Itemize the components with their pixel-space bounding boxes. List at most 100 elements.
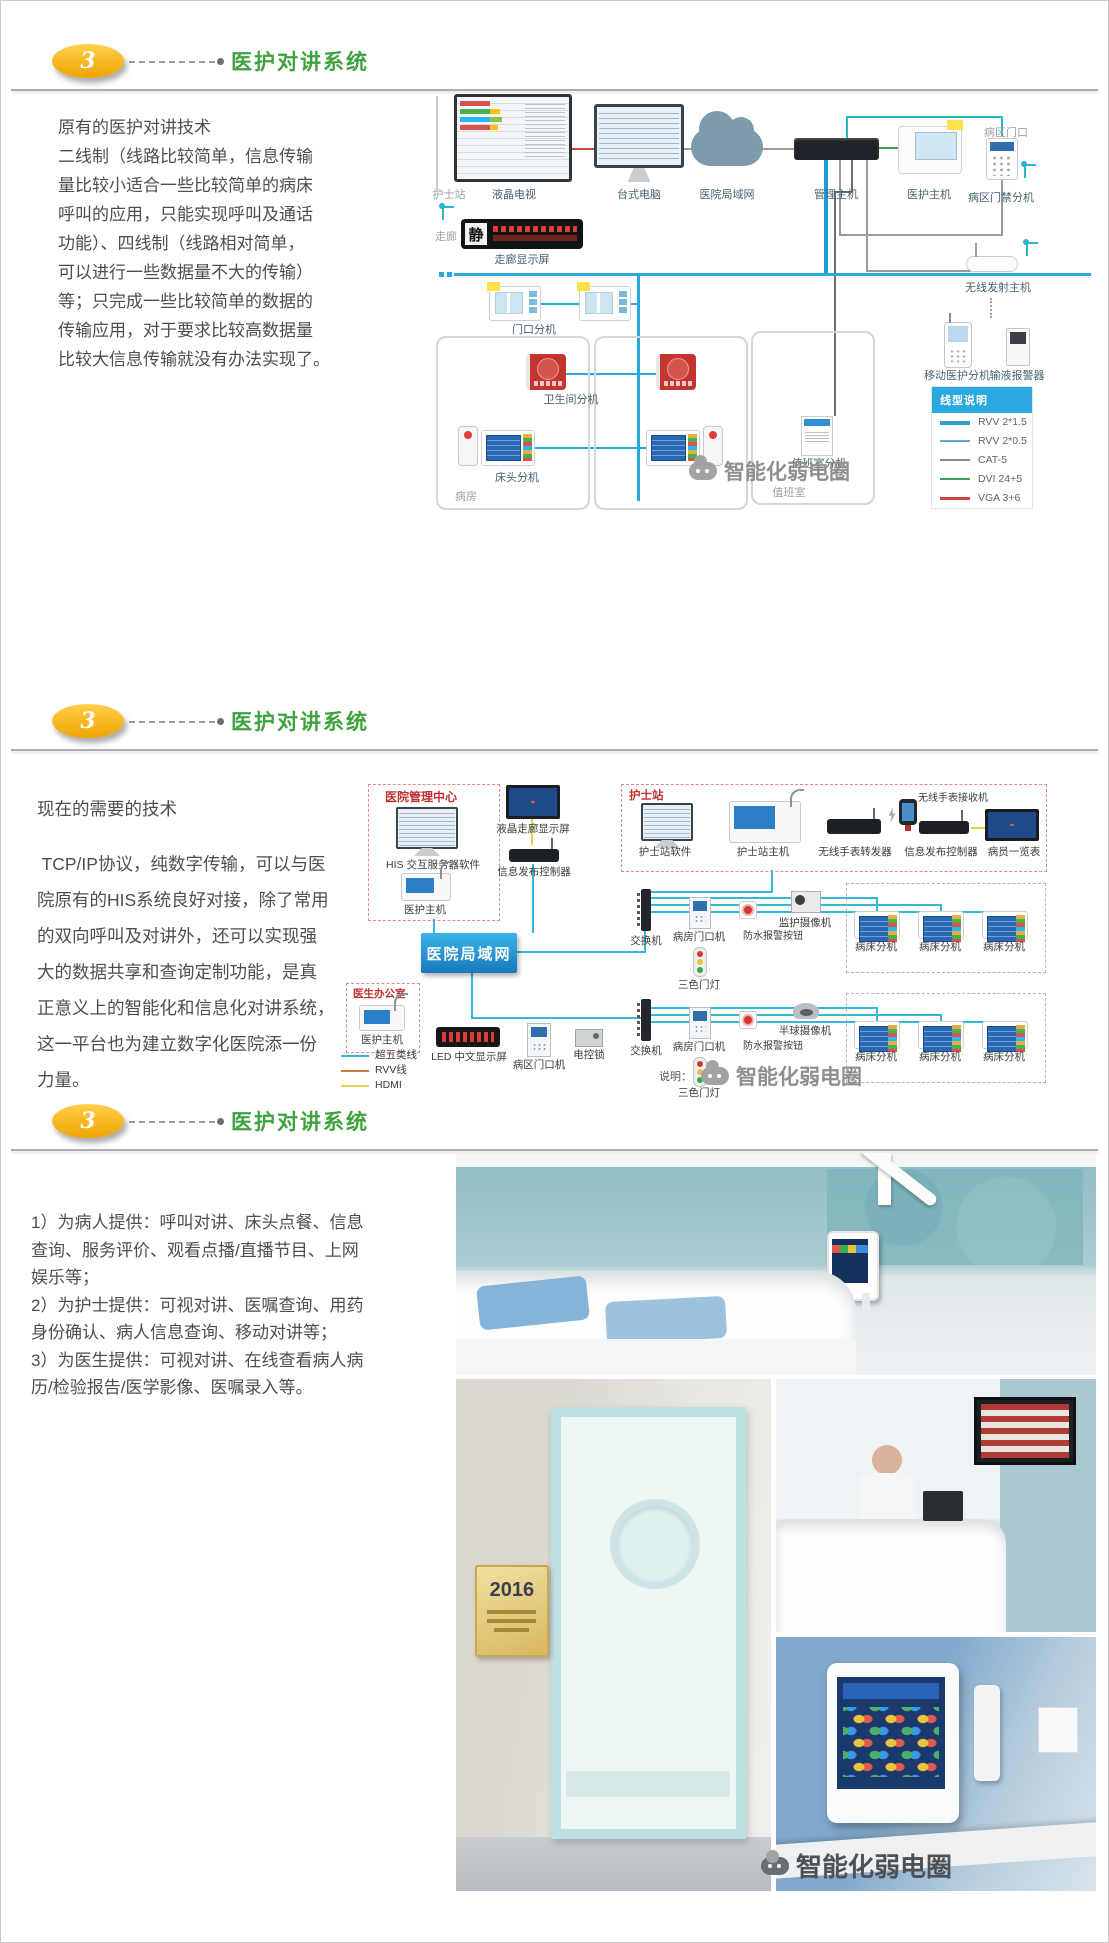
- section3-paragraph: 1）为病人提供：呼叫对讲、床头点餐、信息查询、服务评价、观看点播/直播节目、上网…: [31, 1209, 446, 1402]
- label-corridor: 走廊: [435, 231, 457, 243]
- label-tricolor-light: 三色门灯: [678, 979, 720, 991]
- nurse-host-icon: [729, 789, 804, 843]
- photo-bedside-terminal: [776, 1637, 1096, 1891]
- label-nurse-software: 护士站软件: [638, 846, 692, 858]
- cable-line: [839, 234, 1001, 236]
- label-bed-ext: 病床分机: [855, 941, 897, 953]
- legend-line-sample: [341, 1070, 369, 1072]
- diagram-note: 说明：: [659, 1071, 692, 1083]
- label-lcd-corridor-display: 液晶走廊显示屏: [496, 823, 570, 835]
- text-line: 量比较小适合一些比较简单的病床: [58, 176, 313, 195]
- label-his-software: HIS 交互服务器软件: [386, 859, 480, 871]
- duty-room-ext-icon: [801, 416, 833, 456]
- label-alarm-button2: 防水报警按钮: [743, 1041, 803, 1052]
- cable-line: [834, 191, 853, 193]
- text-line: 3）为医生提供：可视对讲、在线查看病人病: [31, 1350, 364, 1370]
- desktop-pc-stand: [627, 168, 651, 182]
- label-switch2: 交换机: [630, 1045, 662, 1057]
- trunk-dot: [439, 272, 444, 277]
- label-monitor-camera: 监护摄像机: [778, 917, 832, 929]
- legend-row: RVV 2*1.5: [932, 413, 1032, 432]
- bed-ext2-icon: [982, 1021, 1028, 1052]
- label-nurse-station: 护士站: [432, 189, 466, 201]
- section2-title: 医护对讲系统: [231, 711, 369, 734]
- label-nurse-host: 护士站主机: [736, 846, 790, 858]
- cat5-line: [644, 931, 646, 953]
- hdmi-line: [531, 819, 533, 845]
- cable-line: [684, 148, 696, 150]
- legend-row: VGA 3+6: [932, 489, 1032, 508]
- text-line: 二线制（线路比较简单，信息传输: [58, 147, 313, 166]
- section2-badge: 3: [52, 704, 124, 738]
- text-line: 大的数据共享和查询定制功能，是真: [37, 962, 317, 982]
- call-handset-icon: [458, 426, 478, 466]
- text-line: 可以进行一些数据量不大的传输）: [58, 263, 313, 282]
- section1-divider: [11, 89, 1098, 91]
- dome-camera-icon: [793, 1003, 819, 1019]
- cable-line: [1001, 178, 1003, 236]
- care-host2-icon: [401, 861, 454, 901]
- ward-box: [846, 993, 1046, 1083]
- cat5-line: [651, 891, 773, 893]
- section3-header-connector: [129, 1118, 224, 1125]
- label-electric-lock: 电控锁: [573, 1049, 605, 1061]
- label-tricolor-light2: 三色门灯: [678, 1087, 720, 1099]
- label-watch-receiver: 无线手表接收机: [918, 793, 988, 804]
- cat5-line: [651, 1007, 877, 1009]
- hdmi-line: [971, 827, 985, 829]
- label-bed-ext: 病床分机: [919, 941, 961, 953]
- legend-label: RVV线: [375, 1064, 407, 1076]
- section2-intro: 现在的需要的技术: [37, 799, 177, 819]
- section1-badge: 3: [52, 44, 124, 78]
- wall-plate: [1038, 1707, 1079, 1753]
- label-door-ext: 门口分机: [512, 324, 556, 336]
- desk-monitor: [923, 1491, 964, 1521]
- lan-cloud-icon: [691, 111, 763, 166]
- info-controller2-icon: [919, 810, 969, 834]
- switch-icon: [637, 889, 651, 931]
- text-line: 的双向呼叫及对讲外，还可以实现强: [37, 926, 317, 946]
- door-ext-icon: [577, 282, 631, 321]
- legend-label: VGA 3+6: [978, 492, 1021, 504]
- riser-line: [637, 276, 640, 501]
- text-line: 院原有的HIS系统良好对接，除了常用: [37, 890, 329, 910]
- legend-line-sample: [341, 1055, 369, 1057]
- legend-label: RVV 2*1.5: [978, 416, 1027, 428]
- floor: [456, 1837, 771, 1891]
- label-ward-entrance: 病区门口: [984, 127, 1028, 139]
- section3-title: 医护对讲系统: [231, 1111, 369, 1134]
- care-host-icon: [898, 120, 963, 174]
- label-ward-door-unit2: 病房门口机: [672, 1041, 726, 1053]
- bed-ext2-icon: [918, 911, 964, 942]
- label-bathroom-ext: 卫生间分机: [543, 394, 599, 406]
- duty-room-outline: [751, 331, 875, 505]
- corridor-hook-icon: [439, 203, 454, 220]
- mgmt-center-box: [368, 784, 500, 921]
- label-switch1: 交换机: [630, 935, 662, 947]
- bathroom-ext-icon: [656, 354, 696, 390]
- wireless-tx-host-icon: [966, 243, 1018, 272]
- cable-line: [851, 160, 853, 193]
- door: [550, 1407, 746, 1839]
- dvi-cable-line: [879, 147, 898, 149]
- wireless-watch-icon: [899, 799, 917, 831]
- legend-line-sample: [940, 421, 970, 425]
- photo-ward-door: 2016: [456, 1379, 771, 1891]
- legend-line-sample: [940, 440, 970, 442]
- door-ext-icon: [487, 282, 541, 321]
- text-line: 身份确认、病人信息查询、移动对讲等；: [31, 1323, 337, 1342]
- led-display-icon: [436, 1027, 500, 1047]
- text-line: 2）为护士提供：可视对讲、医嘱查询、用药: [31, 1295, 364, 1315]
- switch-icon: [637, 999, 651, 1041]
- label-ward-room: 病房: [455, 491, 477, 503]
- label-bed-ext: 床头分机: [495, 472, 539, 484]
- nurse-station-box: [621, 784, 1047, 872]
- watermark-logo-icon: [689, 455, 717, 480]
- tricolor-light-icon: [693, 947, 707, 977]
- label-doctor-office: 医生办公室: [353, 988, 406, 1000]
- wall-hook-icon: [1023, 239, 1038, 256]
- hospital-lan-box: 医院局域网: [421, 933, 517, 973]
- line-type-legend: 线型说明 RVV 2*1.5 RVV 2*0.5 CAT-5 DVI 24+5 …: [931, 386, 1033, 509]
- ward-access-keypad-icon: [986, 138, 1018, 180]
- desktop-pc-icon: [594, 104, 684, 168]
